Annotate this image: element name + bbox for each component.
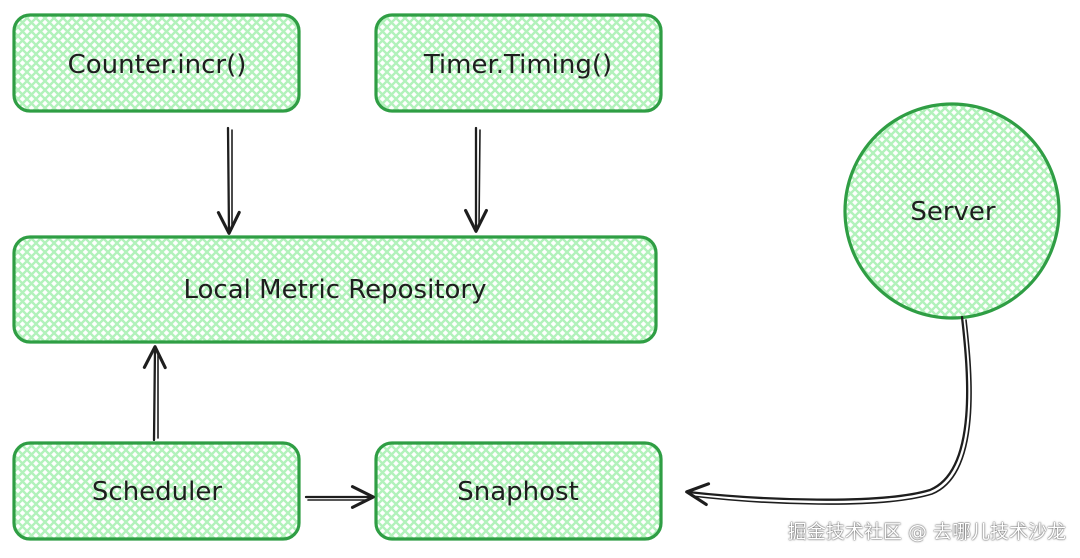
server-node: Server <box>843 102 1061 320</box>
scheduler-box <box>12 441 301 541</box>
timer-node: Timer.Timing() <box>374 13 663 113</box>
scheduler-label: Scheduler <box>92 477 222 507</box>
watermark: 掘金技术社区 @ 去哪儿技术沙龙 <box>787 521 1066 543</box>
arrow-counter-to-repository <box>216 126 241 235</box>
snapshot-box <box>374 441 663 541</box>
timer-label: Timer.Timing() <box>423 50 612 80</box>
arrow-scheduler-to-snapshot <box>304 485 375 509</box>
counter-box <box>12 13 301 113</box>
timer-box <box>374 13 663 113</box>
repository-box <box>12 235 658 344</box>
scheduler-node: Scheduler <box>12 441 301 541</box>
snapshot-label: Snaphost <box>457 477 579 507</box>
snapshot-node: Snaphost <box>374 441 663 541</box>
server-label: Server <box>910 197 996 227</box>
arrow-scheduler-to-repository <box>142 345 167 442</box>
counter-node: Counter.incr() <box>12 13 301 113</box>
server-circle <box>843 102 1061 320</box>
repository-node: Local Metric Repository <box>12 235 658 344</box>
counter-label: Counter.incr() <box>68 50 247 80</box>
repository-label: Local Metric Repository <box>184 275 487 305</box>
arrow-server-to-snapshot <box>685 315 972 507</box>
arrow-timer-to-repository <box>464 126 488 233</box>
